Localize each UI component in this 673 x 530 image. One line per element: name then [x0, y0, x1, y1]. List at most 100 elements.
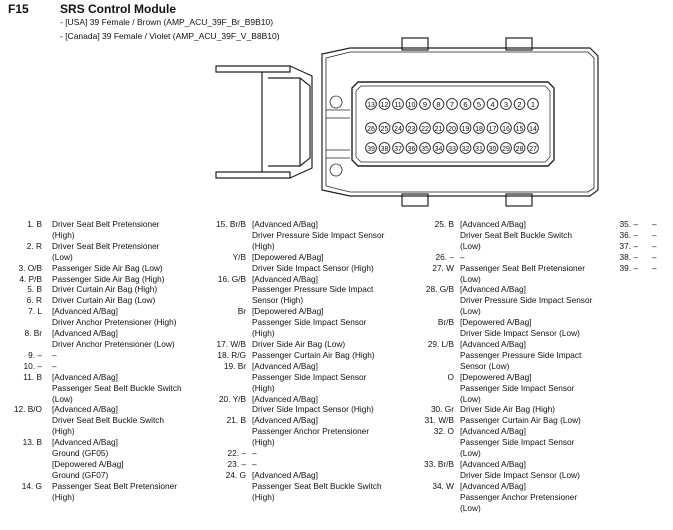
connector-code: F15: [8, 2, 29, 16]
pin-description-line: [Advanced A/Bag]: [252, 273, 318, 284]
pin-description-line: Passenger Anchor Pretensioner: [252, 426, 370, 437]
pin-description-line: Passenger Seat Belt Pretensioner: [460, 262, 585, 273]
pin-10-label: 10: [408, 102, 416, 109]
pin-cavity: [351, 81, 555, 167]
pin-description-line: [Depowered A/Bag]: [460, 317, 532, 328]
pin-number: 27. W: [432, 262, 454, 273]
pin-description-line: Passenger Side Air Bag (High): [52, 273, 165, 284]
pin-number: 18. R/G: [217, 349, 246, 360]
pin-24-label: 24: [394, 126, 402, 133]
pin-description-line: [Advanced A/Bag]: [252, 415, 318, 426]
pin-description: –: [652, 263, 657, 274]
pin-6-terminal: [459, 98, 472, 110]
pin-description-line: [Depowered A/Bag]: [52, 458, 124, 469]
pin-entry: Br[Depowered A/Bag]Passenger Side Impact…: [206, 306, 384, 339]
pin-6-label: 6: [463, 100, 467, 109]
pin-number: 29. L/B: [427, 338, 454, 349]
pin-20-label: 20: [448, 126, 456, 133]
pin-12-label: 12: [381, 102, 389, 109]
pin-description: [Advanced A/Bag]Driver Side Impact Senso…: [460, 459, 580, 481]
pin-entry: 19. Br[Advanced A/Bag]Passenger Side Imp…: [206, 361, 384, 394]
pin-entry: 36. ––: [608, 230, 657, 241]
pin-number: 36. –: [619, 229, 638, 240]
pin-16-terminal: [500, 122, 512, 134]
pin-23-label: 23: [408, 126, 416, 133]
pin-description-line: Driver Curtain Air Bag (High): [52, 284, 158, 295]
pin-entry: 32. O[Advanced A/Bag]Passenger Side Impa…: [416, 426, 592, 459]
pin-number: Br/B: [437, 317, 454, 328]
pin-18-label: 18: [475, 126, 483, 133]
pin-description-line: (Low): [460, 448, 481, 459]
pin-26-label: 26: [367, 126, 375, 133]
pin-description-line: –: [460, 251, 465, 262]
pin-number: 22. –: [227, 448, 246, 459]
pin-description-line: Passenger Curtain Air Bag (Low): [460, 415, 581, 426]
pin-entry: 38. ––: [608, 252, 657, 263]
pin-description-line: [Advanced A/Bag]: [252, 393, 318, 404]
pin-description: Driver Side Air Bag (Low): [252, 339, 345, 350]
pin-description-line: –: [652, 262, 657, 273]
pin-number: 13. B: [22, 437, 42, 448]
pin-13-terminal: [365, 98, 377, 110]
pin-22-terminal: [419, 122, 431, 134]
pin-28-label: 28: [516, 146, 524, 153]
pin-10-terminal: [405, 98, 418, 110]
pin-description: Driver Seat Belt Pretensioner(High): [52, 219, 159, 241]
pin-entry: 7. L[Advanced A/Bag]Driver Anchor Preten…: [4, 306, 182, 328]
pin-21-label: 21: [435, 126, 443, 133]
pin-description-line: Ground (GF07): [52, 469, 109, 480]
pin-37-terminal: [392, 142, 404, 154]
pin-number: 24. G: [225, 469, 246, 480]
pin-7-label: 7: [450, 100, 454, 109]
pin-17-terminal: [486, 122, 499, 134]
pin-description-line: [Advanced A/Bag]: [252, 360, 318, 371]
canada-variant-note: - [Canada] 39 Female / Violet (AMP_ACU_3…: [60, 31, 280, 41]
pin-35-label: 35: [421, 146, 429, 153]
pin-description-line: Sensor (High): [252, 295, 304, 306]
pin-entry: 34. W[Advanced A/Bag]Passenger Anchor Pr…: [416, 481, 592, 514]
pin-19-terminal: [459, 122, 472, 134]
pin-description: [Advanced A/Bag]Passenger Seat Belt Buck…: [52, 372, 182, 405]
pin-description-line: [Depowered A/Bag]: [252, 251, 324, 262]
pin-number: 14. G: [21, 480, 42, 491]
pin-26-terminal: [365, 122, 377, 134]
pin-number: 33. Br/B: [424, 458, 454, 469]
pin-number: 17. W/B: [216, 338, 246, 349]
pin-2-label: 2: [517, 100, 521, 109]
pin-entry: 4. P/B Passenger Side Air Bag (High): [4, 274, 182, 285]
pin-number: 38. –: [619, 251, 638, 262]
pin-entry: 35. ––: [608, 219, 657, 230]
pin-description-line: Passenger Seat Belt Buckle Switch: [252, 480, 382, 491]
pin-description: Passenger Side Air Bag (Low): [52, 263, 163, 274]
pin-entry: 29. L/B[Advanced A/Bag]Passenger Pressur…: [416, 339, 592, 372]
pin-11-terminal: [392, 98, 404, 110]
pin-number: 3. O/B: [18, 262, 42, 273]
pin-2-terminal: [513, 98, 526, 110]
pin-number: 16. G/B: [217, 273, 246, 284]
pin-entry: O[Depowered A/Bag]Passenger Side Impact …: [416, 372, 592, 405]
pin-entry: 37. ––: [608, 241, 657, 252]
pin-description-line: Driver Curtain Air Bag (Low): [52, 295, 156, 306]
pin-31-label: 31: [475, 146, 483, 153]
pin-number: 26. –: [435, 251, 454, 262]
pin-description: [Advanced A/Bag]Driver Anchor Pretension…: [52, 328, 175, 350]
pin-description: Passenger Curtain Air Bag (Low): [460, 415, 581, 426]
pin-number: 4. P/B: [19, 273, 42, 284]
pin-description-line: Driver Seat Belt Buckle Switch: [52, 415, 165, 426]
pin-description: Passenger Seat Belt Pretensioner(Low): [460, 263, 585, 285]
pin-entry: 23. ––: [206, 459, 384, 470]
pin-description-line: [Advanced A/Bag]: [252, 219, 318, 229]
pin-description-line: Driver Pressure Side Impact Sensor: [460, 295, 593, 306]
pin-description: [Advanced A/Bag]Passenger Pressure Side …: [252, 274, 373, 307]
pin-description-line: Passenger Side Impact Sensor: [252, 371, 367, 382]
pin-number: 32. O: [433, 426, 454, 437]
lever-bottom-arm: [215, 171, 291, 179]
pin-description-line: [Advanced A/Bag]: [52, 328, 118, 339]
pin-3-label: 3: [504, 100, 508, 109]
pin-33-terminal: [446, 142, 458, 154]
pin-38-terminal: [378, 142, 391, 154]
